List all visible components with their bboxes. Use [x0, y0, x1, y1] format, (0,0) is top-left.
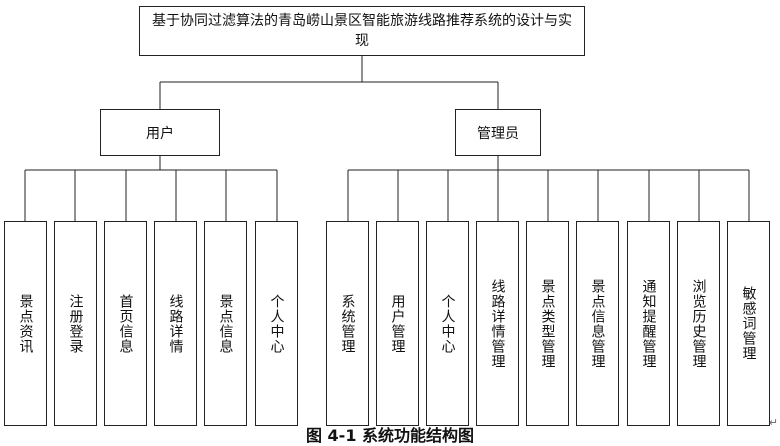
connector-lines: [24, 56, 750, 221]
role-node-user: 用户: [100, 109, 220, 156]
module-label: 首页信息: [117, 293, 134, 354]
module-label: 个人中心: [439, 293, 456, 354]
root-title: 基于协同过滤算法的青岛崂山景区智能旅游线路推荐系统的设计与实现: [152, 13, 572, 49]
figure-caption: 图 4-1 系统功能结构图: [305, 426, 475, 445]
module-node: 景点类型管理: [526, 221, 569, 426]
module-node: 用户管理: [376, 221, 419, 426]
role-label-user: 用户: [146, 125, 174, 142]
module-label: 敏感词管理: [740, 286, 757, 361]
module-node: 浏览历史管理: [677, 221, 720, 426]
module-label: 个人中心: [268, 293, 285, 354]
role-node-admin: 管理员: [455, 109, 541, 156]
module-label: 景点资讯: [17, 293, 34, 354]
module-label: 线路详情管理: [489, 278, 506, 369]
return-mark-icon: ↵: [768, 416, 778, 429]
module-label: 线路详情: [167, 293, 184, 354]
module-node: 个人中心: [426, 221, 469, 426]
module-label: 用户管理: [389, 293, 406, 354]
module-label: 景点类型管理: [539, 278, 556, 369]
module-label: 通知提醒管理: [640, 278, 657, 369]
role-label-admin: 管理员: [477, 125, 519, 142]
root-node: 基于协同过滤算法的青岛崂山景区智能旅游线路推荐系统的设计与实现: [139, 6, 585, 56]
module-node: 通知提醒管理: [627, 221, 670, 426]
module-node: 个人中心: [255, 221, 298, 426]
module-node: 线路详情: [154, 221, 197, 426]
module-label: 注册登录: [67, 293, 84, 354]
module-label: 景点信息管理: [589, 278, 606, 369]
module-node: 敏感词管理: [727, 221, 770, 426]
module-node: 系统管理: [326, 221, 369, 426]
module-node: 线路详情管理: [476, 221, 519, 426]
module-node: 景点信息管理: [576, 221, 619, 426]
module-node: 景点信息: [204, 221, 247, 426]
module-node: 首页信息: [104, 221, 147, 426]
module-label: 景点信息: [217, 293, 234, 354]
module-node: 景点资讯: [4, 221, 47, 426]
module-node: 注册登录: [54, 221, 97, 426]
module-label: 系统管理: [339, 293, 356, 354]
module-label: 浏览历史管理: [690, 278, 707, 369]
